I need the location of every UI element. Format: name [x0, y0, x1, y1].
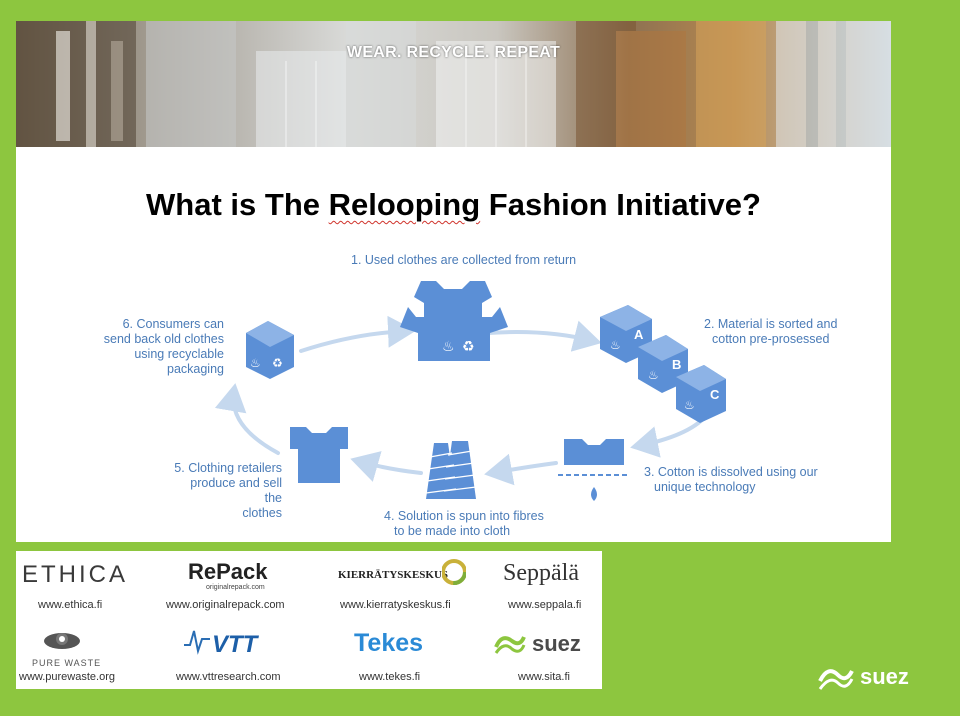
suez-corner-logo: suez — [816, 663, 936, 693]
step-4-label: 4. Solution is spun into fibres to be ma… — [384, 509, 544, 539]
tekes-logo: Tekes — [354, 629, 424, 657]
svg-text:♻: ♻ — [462, 339, 475, 355]
step-5-line-1: 5. Clothing retailers — [174, 461, 282, 475]
sorted-boxes-icon: A B C ♨ ♨ ♨ — [600, 305, 726, 423]
suez-swirl-icon — [494, 636, 526, 654]
step-3-label: 3. Cotton is dissolved using our unique … — [644, 465, 818, 495]
svg-text:♻: ♻ — [272, 356, 283, 370]
seppala-url[interactable]: www.seppala.fi — [508, 599, 582, 611]
t-shirt-icon — [290, 427, 348, 483]
recyclable-package-icon: ♨ ♻ — [246, 321, 294, 379]
pure-waste-url[interactable]: www.purewaste.org — [19, 671, 115, 683]
step-4-line-2: to be made into cloth — [394, 524, 511, 538]
dissolving-shirt-icon — [558, 439, 628, 501]
vtt-pulse-icon — [184, 630, 210, 655]
step-5-line-3: clothes — [242, 506, 282, 520]
step-1-label: 1. Used clothes are collected from retur… — [351, 253, 577, 267]
recycle-circle-icon — [442, 559, 466, 585]
title-underlined-word: Relooping — [328, 187, 481, 222]
arrow-6-to-1 — [299, 315, 416, 353]
seppala-logo: Seppälä — [503, 560, 579, 586]
suez-partner-logo: suez — [532, 631, 581, 656]
step-6-label: 6. Consumers can send back old clothes u… — [100, 317, 224, 377]
box-letter-a: A — [634, 327, 644, 342]
tekes-url[interactable]: www.tekes.fi — [359, 671, 421, 683]
title-prefix: What is The — [146, 187, 329, 222]
recycling-cycle-diagram: ♨ ♻ A B C ♨ ♨ ♨ — [214, 281, 726, 501]
partner-logos-panel: ETHICA www.ethica.fi RePack originalrepa… — [16, 551, 602, 689]
repack-logo: RePack — [188, 559, 268, 584]
ethica-url[interactable]: www.ethica.fi — [38, 599, 103, 611]
box-letter-b: B — [672, 357, 681, 372]
kierratyskeskus-url[interactable]: www.kierratyskeskus.fi — [340, 599, 451, 611]
step-3-line-2: unique technology — [654, 480, 756, 494]
step-6-line-3: using recyclable — [134, 347, 224, 361]
vtt-url[interactable]: www.vttresearch.com — [176, 671, 281, 683]
step-6-line-2: send back old clothes — [103, 332, 224, 346]
pure-waste-emblem-icon — [44, 633, 80, 649]
vtt-logo: VTT — [212, 631, 258, 658]
banner-title: WEAR. RECYCLE. REPEAT — [346, 44, 561, 61]
step-5-line-2: produce and sell the — [190, 476, 282, 505]
suez-corner-wordmark: suez — [860, 664, 909, 689]
step-6-line-4: packaging — [167, 362, 224, 376]
repack-logo-sub: originalrepack.com — [206, 584, 265, 591]
pure-waste-logo: PURE WASTE — [32, 658, 102, 668]
ethica-logo: ETHICA — [22, 561, 129, 588]
page-title: What is The Relooping Fashion Initiative… — [16, 187, 891, 223]
arrow-1-to-2 — [486, 320, 602, 352]
box-letter-c: C — [710, 387, 720, 402]
yarn-cones-icon — [425, 441, 477, 499]
step-2-line-1: 2. Material is sorted and — [704, 317, 838, 331]
arrow-3-to-4 — [484, 453, 558, 486]
arrow-4-to-5 — [350, 451, 423, 482]
step-3-line-1: 3. Cotton is dissolved using our — [644, 465, 818, 479]
arrow-5-to-6 — [214, 383, 280, 455]
svg-text:♨: ♨ — [610, 338, 621, 352]
repack-url[interactable]: www.originalrepack.com — [166, 599, 285, 611]
step-4-line-1: 4. Solution is spun into fibres — [384, 509, 544, 523]
title-suffix: Fashion Initiative? — [480, 187, 761, 222]
svg-text:♨: ♨ — [684, 398, 695, 412]
svg-text:♨: ♨ — [250, 356, 261, 370]
step-5-label: 5. Clothing retailers produce and sell t… — [172, 461, 282, 521]
kierratyskeskus-logo: KIERRÄTYSKESKUS — [338, 569, 449, 581]
banner-photo: WEAR. RECYCLE. REPEAT — [16, 21, 891, 147]
suez-corner-swirl-icon — [818, 669, 854, 690]
slide: WEAR. RECYCLE. REPEAT What is The Reloop… — [16, 21, 891, 542]
svg-text:♨: ♨ — [442, 339, 455, 355]
suez-partner-url[interactable]: www.sita.fi — [518, 671, 570, 683]
open-box-icon: ♨ ♻ — [400, 281, 508, 361]
svg-text:♨: ♨ — [648, 368, 659, 382]
step-2-label: 2. Material is sorted and cotton pre-pro… — [704, 317, 837, 347]
step-2-line-2: cotton pre-prosessed — [712, 332, 830, 346]
banner-texture — [16, 21, 891, 147]
step-6-line-1: 6. Consumers can — [122, 317, 224, 331]
